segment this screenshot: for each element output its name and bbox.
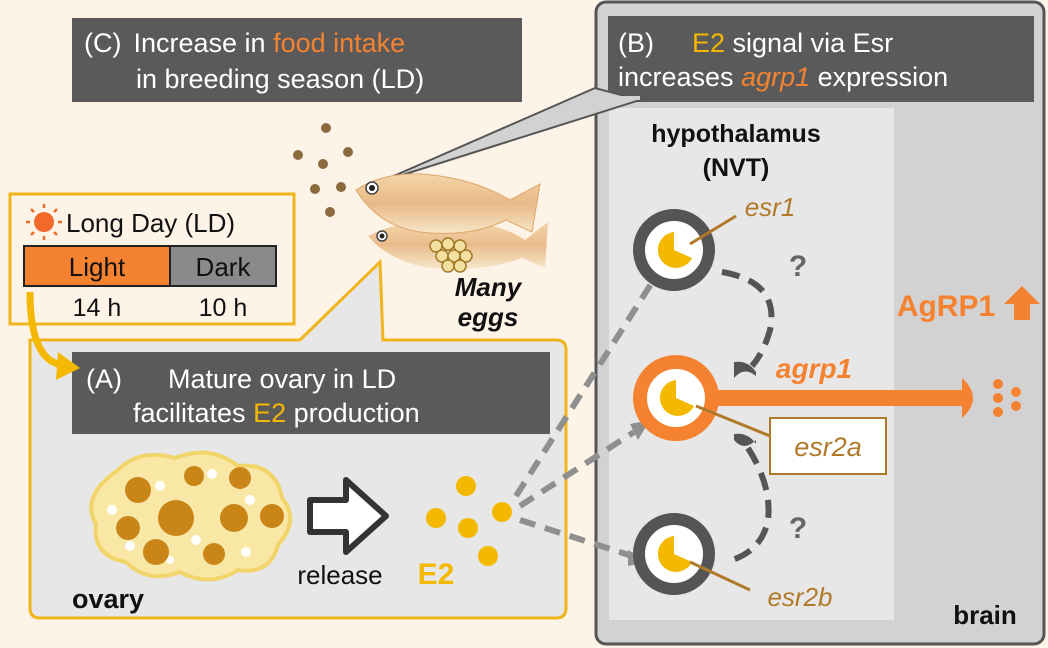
long-day-box: Long Day (LD) Light Dark 14 h 10 h bbox=[8, 192, 296, 326]
sun-icon bbox=[26, 204, 62, 240]
esr2b-label: esr2b bbox=[767, 582, 832, 612]
up-arrow-icon bbox=[1004, 286, 1040, 320]
ovary-label: ovary bbox=[72, 584, 144, 614]
many-label: Many bbox=[455, 272, 523, 302]
panel-c-title-box bbox=[72, 18, 522, 102]
panel-b-title-line1: (B)E2 signal via Esr bbox=[618, 28, 893, 58]
neuron-connections bbox=[721, 269, 775, 563]
dark-hours: 10 h bbox=[199, 294, 248, 322]
release-label: release bbox=[297, 560, 382, 590]
long-day-title: Long Day (LD) bbox=[66, 208, 235, 238]
callout-wedge-b bbox=[379, 86, 644, 183]
e2-label: E2 bbox=[418, 558, 455, 591]
panel-a-title-box bbox=[72, 352, 550, 434]
light-label: Light bbox=[69, 252, 126, 282]
esr1-neuron: esr1 bbox=[633, 192, 796, 291]
panel-c-title-line2: in breeding season (LD) bbox=[136, 64, 424, 94]
light-hours: 14 h bbox=[73, 294, 122, 322]
dark-bar bbox=[169, 245, 277, 287]
agrp1-release-dots bbox=[993, 379, 1021, 417]
release-arrow-icon bbox=[307, 477, 389, 555]
fish-eggs bbox=[429, 237, 473, 273]
panel-a-title-line1: (A)Mature ovary in LD bbox=[86, 364, 396, 394]
question-mark-1: ? bbox=[789, 250, 807, 283]
dark-label: Dark bbox=[196, 252, 252, 282]
agrp1-label: agrp1 bbox=[776, 353, 852, 384]
nvt-label: (NVT) bbox=[703, 154, 770, 182]
medaka-fish-icon: Many eggs bbox=[355, 173, 548, 332]
e2-signal-arrows bbox=[513, 268, 663, 559]
panel-a-title-line2: facilitates E2 production bbox=[133, 398, 420, 428]
e2-molecules bbox=[426, 476, 512, 566]
light-bar bbox=[23, 245, 171, 287]
esr2b-neuron: esr2b bbox=[633, 513, 833, 612]
brain-label: brain bbox=[953, 600, 1017, 630]
food-pellets bbox=[293, 123, 353, 217]
agrp1-neuron: agrp1 AgRP1 bbox=[633, 286, 1040, 441]
hypothalamus-label: hypothalamus bbox=[651, 120, 820, 148]
esr2a-box bbox=[769, 417, 887, 475]
panel-c-title-line1: (C)Increase in food intake bbox=[84, 28, 405, 58]
eggs-label: eggs bbox=[458, 302, 519, 332]
agrp1-output-label: AgRP1 bbox=[897, 290, 995, 323]
esr2a-label: esr2a bbox=[794, 432, 862, 462]
ovary-icon: ovary bbox=[72, 450, 292, 614]
esr1-label: esr1 bbox=[745, 192, 796, 222]
ld-to-ovary-arrow bbox=[26, 291, 80, 380]
question-mark-2: ? bbox=[789, 512, 807, 545]
panel-b-title-box bbox=[608, 16, 1034, 102]
panel-b-title-line2: increases agrp1 expression bbox=[618, 62, 948, 92]
